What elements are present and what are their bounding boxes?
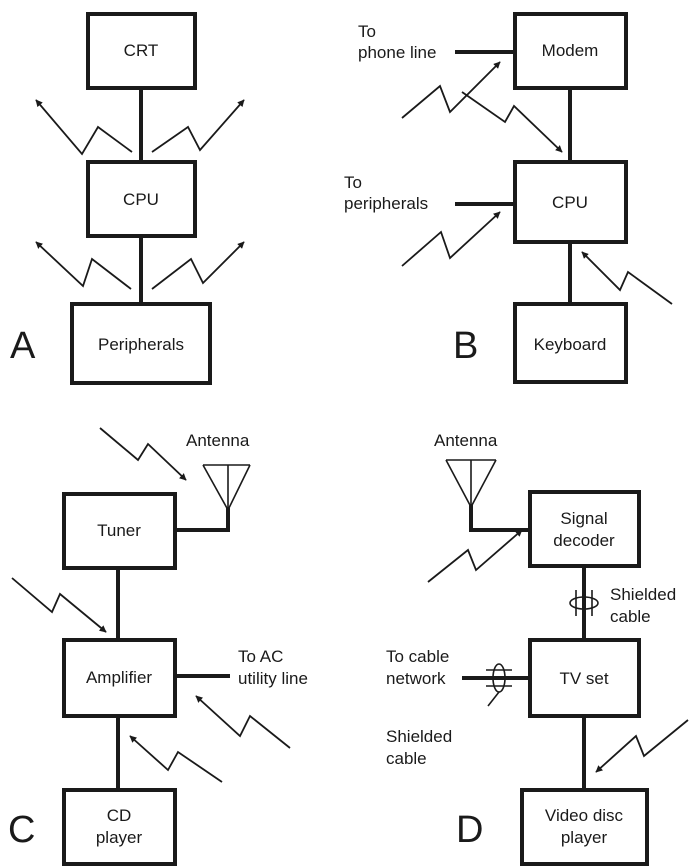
modem-label: Modem (542, 41, 599, 60)
cd-player-box (62, 788, 177, 866)
interference-arrow-icon (129, 735, 223, 783)
phone-line-label-2: phone line (358, 43, 436, 62)
antenna-decoder-wire (469, 505, 530, 532)
panel-letter-b: B (453, 325, 478, 367)
interference-arrow-icon (401, 211, 501, 267)
cpu-box (86, 160, 197, 238)
interference-arrow-icon (99, 427, 187, 481)
cpu-label-b: CPU (552, 193, 588, 212)
interference-arrow-icon (195, 695, 291, 749)
keyboard-label: Keyboard (534, 335, 607, 354)
peripherals-label: Peripherals (98, 335, 184, 354)
interference-arrow-icon (11, 577, 107, 633)
emission-arrow-icon (35, 99, 133, 156)
tv-set-box (528, 638, 641, 718)
shielded-cable-bottom-2: cable (386, 749, 427, 768)
crt-label: CRT (124, 41, 159, 60)
tv-set-label: TV set (559, 669, 608, 688)
peripherals-box (70, 302, 212, 385)
shield-icon (569, 590, 599, 616)
peripherals-label-b-2: peripherals (344, 194, 428, 213)
tuner-box (62, 492, 177, 570)
shielded-cable-top-2: cable (610, 607, 651, 626)
shield-icon (486, 663, 512, 707)
interference-arrow-icon (581, 251, 673, 305)
shielded-cable-top-1: Shielded (610, 585, 676, 604)
panel-letter-c: C (8, 809, 35, 851)
ac-label-1: To AC (238, 647, 283, 666)
cpu-box-b (513, 160, 628, 244)
shielded-cable-bottom-1: Shielded (386, 727, 452, 746)
peripherals-label-b-1: To (344, 173, 362, 192)
emission-arrow-icon (35, 241, 132, 290)
video-disc-player-box (520, 788, 649, 866)
phone-line-label-1: To (358, 22, 376, 41)
panel-a: CRT CPU Peripherals A (10, 12, 245, 385)
cable-network-label-1: To cable (386, 647, 449, 666)
keyboard-box (513, 302, 628, 384)
panel-letter-d: D (456, 809, 483, 851)
emission-arrow-icon (151, 99, 245, 153)
signal-decoder-label-2: decoder (553, 531, 615, 550)
cd-player-label-2: player (96, 828, 143, 847)
antenna-label-d: Antenna (434, 431, 498, 450)
antenna-icon (202, 464, 251, 511)
signal-decoder-label-1: Signal (560, 509, 607, 528)
ac-label-2: utility line (238, 669, 308, 688)
interference-arrow-icon (427, 529, 523, 583)
modem-box (513, 12, 628, 90)
panel-c: Antenna Tuner Amplifier CD player To AC … (8, 427, 308, 866)
cpu-label: CPU (123, 190, 159, 209)
interference-arrow-icon (461, 91, 563, 153)
antenna-label-c: Antenna (186, 431, 250, 450)
antenna-icon (445, 459, 497, 508)
panel-letter-a: A (10, 325, 36, 367)
video-disc-label-2: player (561, 828, 608, 847)
cd-player-label-1: CD (107, 806, 132, 825)
tuner-antenna-wire (175, 508, 230, 532)
signal-decoder-box (528, 490, 641, 568)
interference-arrow-icon (401, 61, 501, 119)
video-disc-label-1: Video disc (545, 806, 624, 825)
tuner-label: Tuner (97, 521, 141, 540)
interference-arrow-icon (595, 719, 689, 773)
crt-box (86, 12, 197, 90)
panel-b: Modem CPU Keyboard To phone line To peri… (344, 12, 673, 384)
emission-arrow-icon (151, 241, 245, 290)
amplifier-box (62, 638, 177, 718)
panel-d: Antenna Signal decoder TV set Video disc… (386, 431, 689, 866)
cable-network-label-2: network (386, 669, 446, 688)
amplifier-label: Amplifier (86, 668, 152, 687)
